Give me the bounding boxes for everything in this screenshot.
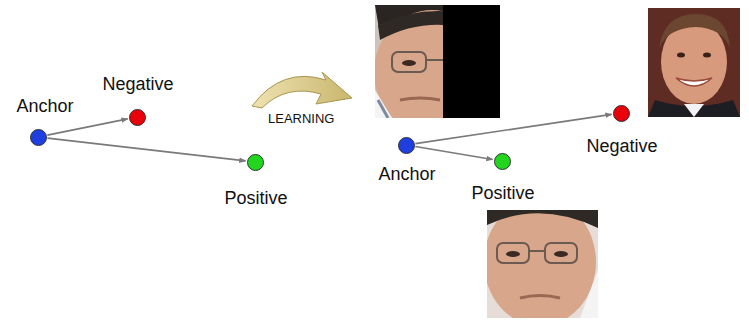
distance-arrow [47, 138, 245, 161]
point-label: Positive [471, 183, 534, 204]
embedding-point: Anchor [30, 129, 47, 146]
distance-arrow [47, 119, 127, 135]
negative-face-photo [648, 8, 740, 117]
caption-label: LEARNING [268, 112, 334, 127]
positive-face-photo [487, 210, 598, 318]
distance-arrow [415, 114, 611, 143]
point-label: Negative [102, 74, 173, 95]
embedding-point: Negative [613, 105, 630, 122]
embedding-point: Positive [247, 154, 264, 171]
point-label: Positive [224, 188, 287, 209]
embedding-point: Anchor [398, 137, 415, 154]
distance-arrow [415, 147, 492, 160]
learning-arrow [252, 72, 352, 108]
point-label: Negative [586, 136, 657, 157]
occluded-face-photo [375, 5, 500, 118]
point-label: Anchor [378, 164, 435, 185]
embedding-point: Negative [129, 109, 146, 126]
embedding-point: Positive [494, 153, 511, 170]
point-label: Anchor [16, 96, 73, 117]
